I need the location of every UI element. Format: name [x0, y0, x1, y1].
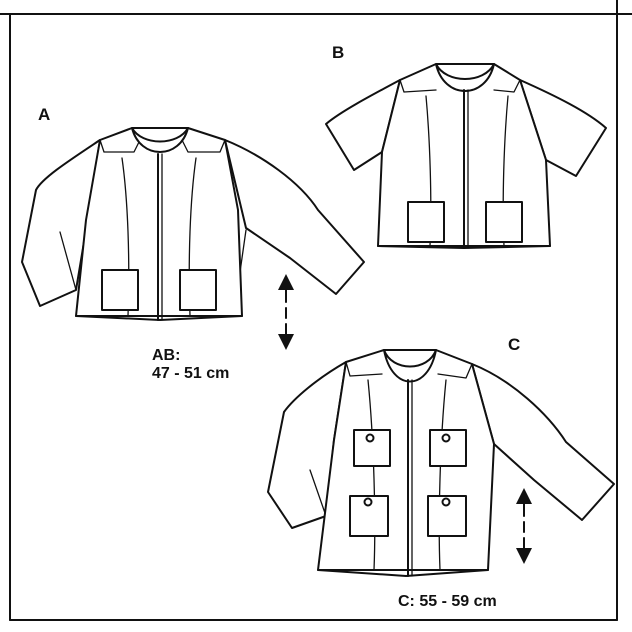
collar: [383, 349, 437, 383]
pocket-button: [365, 433, 375, 443]
collar: [435, 63, 495, 92]
right-sleeve: [224, 139, 365, 295]
right-sleeve: [519, 79, 607, 177]
right-sleeve: [471, 363, 615, 521]
pocket-left: [407, 201, 445, 243]
double-headed-dashed-arrow-icon: [278, 274, 294, 350]
measurement-c: C: 55 - 59 cm: [398, 593, 497, 610]
pocket-right: [485, 201, 523, 243]
left-sleeve: [21, 139, 101, 307]
measurement-ab-value: 47 - 51 cm: [152, 365, 229, 382]
pocket-right: [179, 269, 217, 311]
pocket-button: [441, 433, 451, 443]
jacket-view-a: [21, 127, 365, 321]
pocket-button: [363, 497, 373, 507]
double-headed-dashed-arrow-icon: [516, 488, 532, 564]
pocket-button: [441, 497, 451, 507]
view-label-a: A: [38, 105, 50, 124]
view-label-b: B: [332, 43, 344, 62]
collar: [131, 127, 189, 153]
jacket-body: [317, 349, 495, 577]
pocket-left: [101, 269, 139, 311]
left-sleeve: [267, 361, 347, 529]
view-label-c: C: [508, 335, 520, 354]
measurement-ab-label: AB:: [152, 347, 180, 364]
jacket-view-c: [267, 349, 615, 577]
left-sleeve: [325, 79, 401, 171]
jacket-view-b: [325, 63, 607, 249]
